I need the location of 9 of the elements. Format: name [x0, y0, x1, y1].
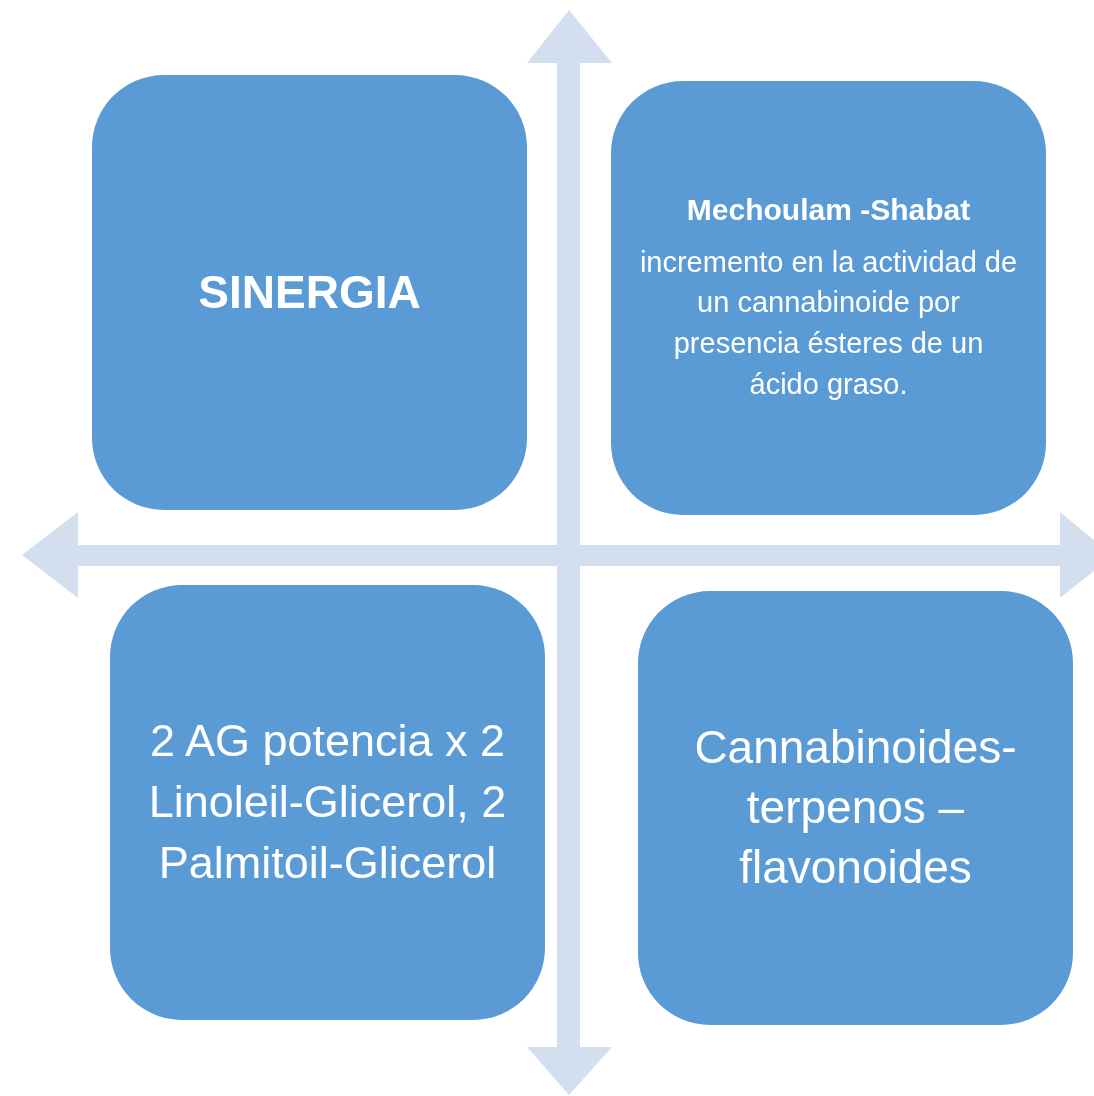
box-text: 2 AG potencia x 2 Linoleil-Glicerol, 2 Palmitoil-Glicerol — [147, 714, 508, 890]
box-text: Cannabinoides-terpenos – flavonoides — [693, 720, 1018, 895]
rounded-box — [92, 75, 527, 510]
box-text: SINERGIA — [198, 264, 421, 320]
box-heading: Mechoulam -Shabat — [686, 191, 971, 228]
rounded-box — [638, 591, 1073, 1025]
box-text: incremento en la actividad de un cannabinoide por presencia ésteres de un ácido graso. — [638, 244, 1019, 402]
rounded-box — [110, 585, 545, 1020]
rounded-box — [611, 81, 1046, 515]
